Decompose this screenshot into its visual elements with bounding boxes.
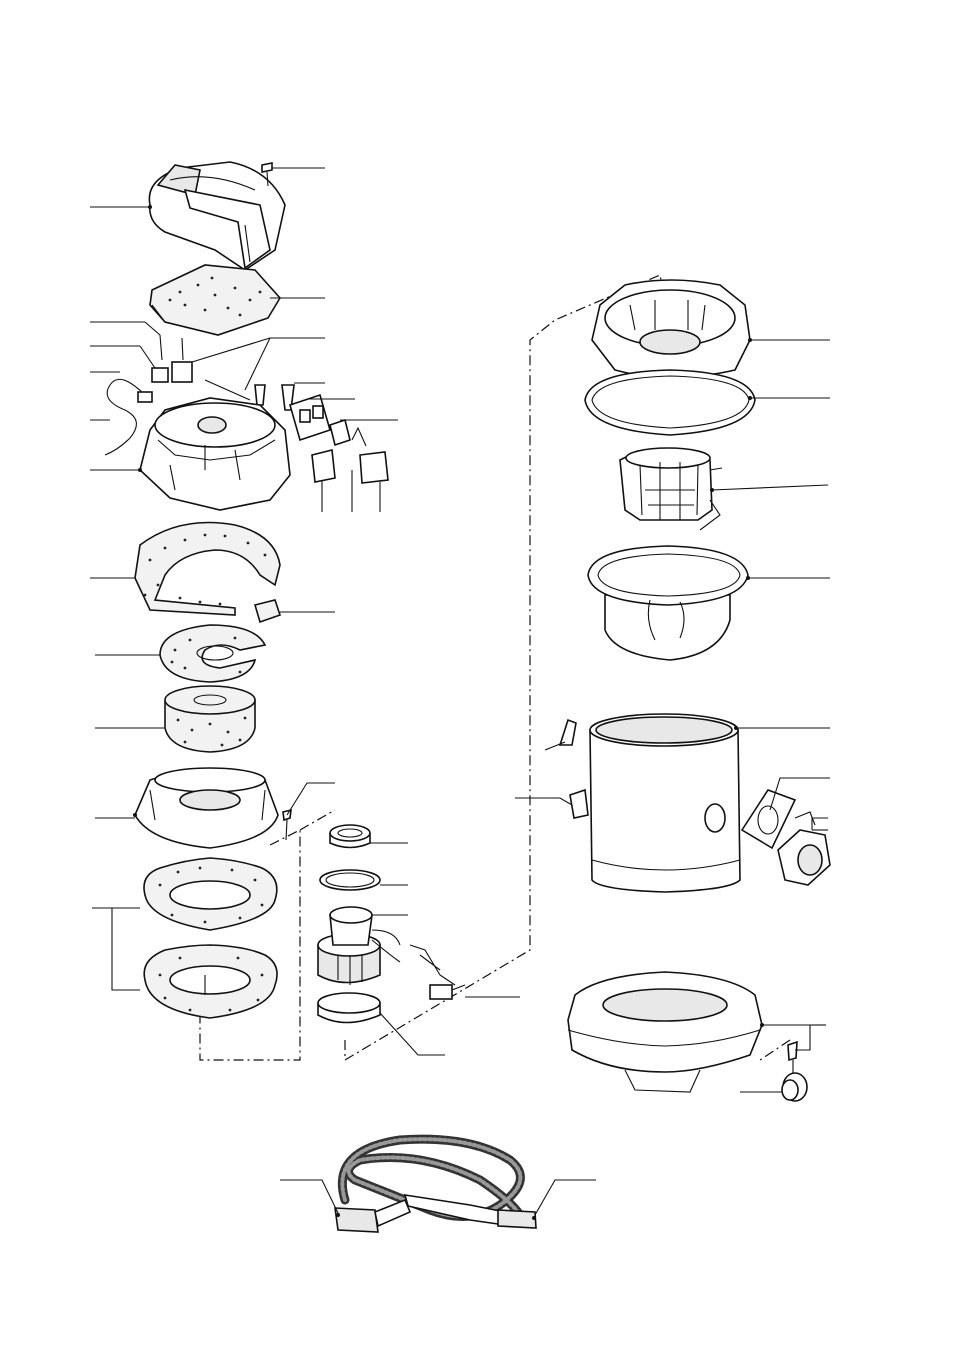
housing-o-ring	[584, 369, 756, 436]
top-cover	[148, 161, 286, 271]
dolly-base	[567, 971, 764, 1093]
motor-support-ring	[133, 767, 279, 849]
u-shaped-foam	[134, 521, 281, 616]
inlet-elbow	[777, 811, 831, 886]
hose-cuff-right	[403, 1194, 537, 1229]
motor-seal-ring	[319, 869, 381, 891]
lower-foam-ring	[143, 944, 278, 1019]
caster-wheel	[781, 1040, 808, 1102]
hose-cuff-left	[334, 1198, 412, 1233]
cable-connector	[429, 984, 466, 1000]
upper-foam-ring	[143, 857, 278, 931]
switch-housing	[289, 393, 389, 484]
tank-drum	[589, 713, 741, 893]
filter-cage	[619, 447, 723, 531]
leader-lines	[90, 167, 830, 1216]
assembly-lines	[199, 274, 791, 1062]
cylinder-filter	[164, 685, 256, 753]
head-housing-ring	[591, 279, 752, 379]
power-cord	[104, 378, 153, 456]
vacuum-motor	[317, 906, 456, 986]
motor-head-housing	[138, 397, 291, 511]
tank-clip	[544, 718, 589, 819]
inlet-gasket	[740, 789, 797, 850]
switch-bracket-parts	[151, 334, 295, 411]
top-filter-pad	[149, 264, 281, 336]
motor-gasket-small	[329, 824, 371, 849]
motor-bottom-gasket	[317, 992, 381, 1024]
foam-disc	[159, 624, 267, 683]
small-foam-block	[253, 599, 282, 624]
cover-screw	[261, 162, 273, 187]
filter-bag	[587, 545, 750, 661]
